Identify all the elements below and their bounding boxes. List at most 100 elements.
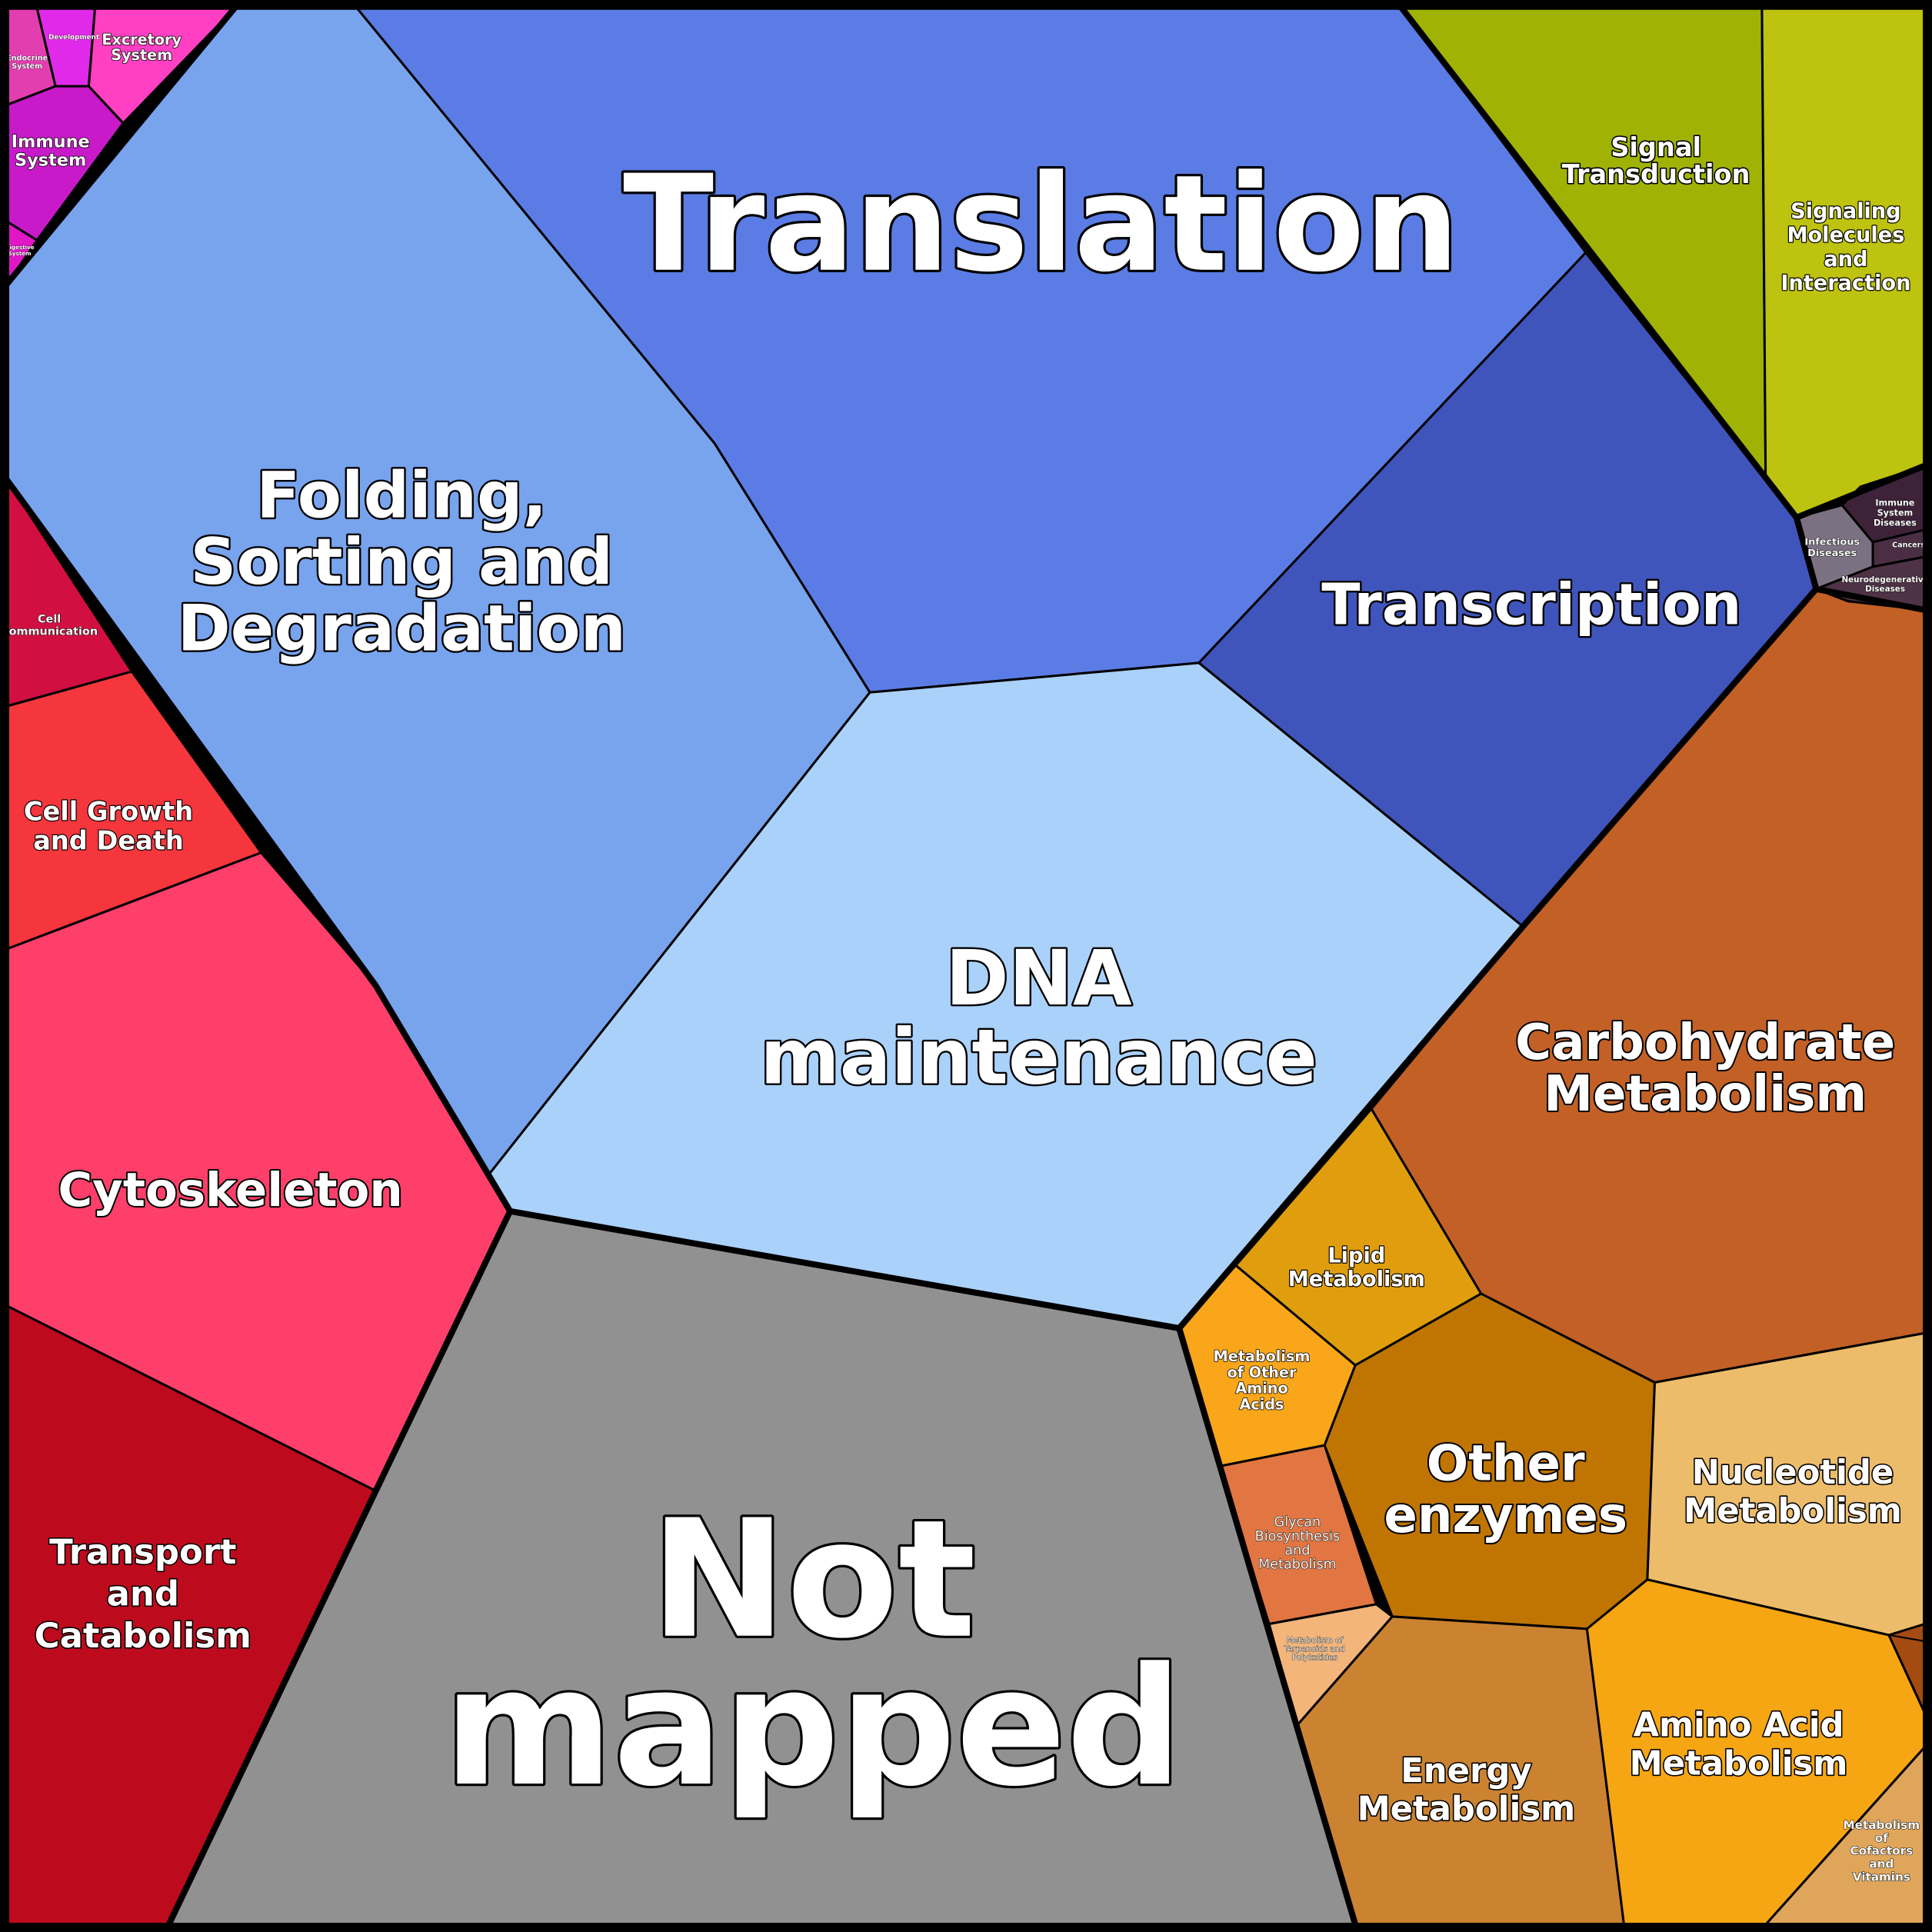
label-translation: Translation (623, 146, 1459, 301)
label-line: Nucleotide (1692, 1454, 1894, 1492)
label-line: Interaction (1780, 271, 1910, 295)
label-line: Metabolism (1214, 1347, 1311, 1365)
label-line: Amino Acid (1633, 1707, 1844, 1745)
label-line: Diseases (1865, 585, 1905, 594)
label-line: Biosynthesis (1255, 1529, 1341, 1544)
label-line: System (1877, 508, 1914, 518)
label-line: of Other (1227, 1364, 1297, 1381)
label-line: DNA (945, 934, 1132, 1023)
label-line: Lipid (1327, 1244, 1385, 1268)
label-line: Metabolism (1844, 1818, 1920, 1832)
label-line: Translation (623, 146, 1459, 301)
label-line: Digestive (5, 244, 35, 251)
label-line: System (8, 250, 32, 257)
label-line: Metabolism (1544, 1066, 1867, 1123)
label-line: Diseases (1874, 518, 1917, 528)
label-line: Molecules (1787, 224, 1904, 248)
label-line: Communication (1, 625, 98, 638)
label-line: Signal (1611, 132, 1701, 162)
label-line: Glycan (1274, 1515, 1321, 1531)
label-line: Cofactors (1850, 1844, 1913, 1858)
label-line: System (111, 46, 172, 64)
label-transcription: Transcription (1321, 573, 1741, 638)
label-line: and (1824, 248, 1867, 271)
label-line: Energy (1401, 1752, 1531, 1790)
group-separator (1176, 585, 1928, 1331)
group-separator (1793, 514, 1820, 592)
label-line: enzymes (1384, 1487, 1627, 1544)
label-development: Development (48, 34, 99, 42)
label-line: Not (651, 1485, 976, 1674)
label-line: Transduction (1562, 159, 1750, 189)
label-line: Metabolism (1684, 1492, 1902, 1531)
label-line: Catabolism (35, 1615, 251, 1656)
label-line: Metabolism (1357, 1790, 1576, 1829)
label-line: Metabolism of (1287, 1636, 1344, 1645)
cells-layer (6, 7, 1926, 1926)
label-line: Transport (49, 1531, 236, 1572)
group-outline-4 (1646, 1332, 1926, 1643)
label-line: Infectious (1804, 537, 1860, 548)
label-line: Development (48, 34, 99, 42)
label-line: Metabolism (1258, 1557, 1337, 1573)
label-line: maintenance (760, 1014, 1317, 1102)
label-cytoskeleton: Cytoskeleton (58, 1163, 403, 1217)
label-line: Excretory (102, 31, 182, 48)
label-line: Polyketides (1292, 1654, 1337, 1663)
label-line: Metabolism (1630, 1744, 1848, 1783)
label-line: Degradation (178, 591, 626, 665)
label-line: Immune (1875, 498, 1914, 508)
label-line: Cell Growth (24, 796, 193, 826)
label-line: and Death (33, 826, 184, 856)
label-line: System (12, 62, 42, 71)
label-line: Immune (12, 132, 90, 152)
label-line: Cytoskeleton (58, 1163, 403, 1217)
label-line: and (1869, 1857, 1894, 1871)
label-line: Sorting and (190, 525, 613, 599)
label-line: Neurodegenerative (1841, 575, 1928, 585)
label-line: Amino (1235, 1380, 1287, 1397)
label-line: Terpenoids and (1284, 1644, 1345, 1654)
group-separator (4, 5, 238, 287)
label-line: Carbohydrate (1515, 1014, 1895, 1071)
label-line: Cell (38, 613, 61, 625)
label-cancers: Cancers (1892, 541, 1925, 550)
label-line: of (1875, 1831, 1888, 1845)
label-line: mapped (444, 1633, 1183, 1822)
label-line: Transcription (1321, 573, 1741, 638)
label-line: Metabolism (1288, 1267, 1425, 1291)
label-line: Endocrine (6, 54, 48, 62)
label-line: Cancers (1892, 541, 1925, 550)
label-line: Signaling (1790, 199, 1901, 223)
label-line: System (15, 151, 86, 171)
label-line: and (107, 1574, 179, 1614)
label-line: Vitamins (1853, 1870, 1910, 1884)
